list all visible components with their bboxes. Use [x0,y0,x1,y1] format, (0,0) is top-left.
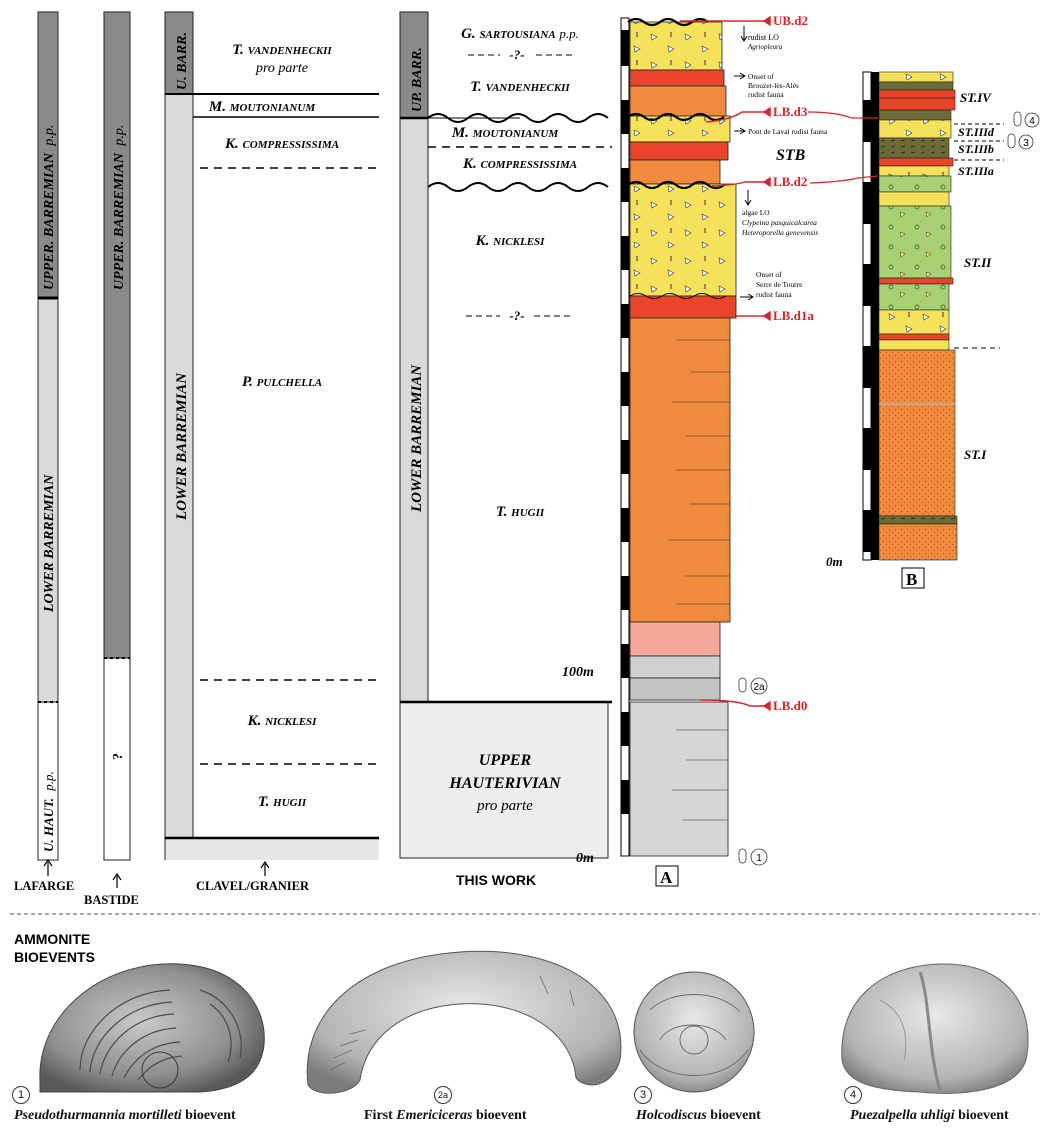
annotation-serre-2: Serre de Tourre [756,280,803,289]
clavel-source-label: CLAVEL/GRANIER [196,879,310,893]
section-b-label: B [906,570,917,589]
pont-arrow-icon [734,128,745,134]
annotation-algae-lo: algae LO [742,208,770,217]
this-work-zone-hugii: T. HUGII [496,504,545,520]
fossil-3-caption: Holcodiscus bioevent [636,1108,761,1124]
bastide-arrow-icon [113,874,121,888]
fossil-2a-image [307,951,621,1093]
ammonite-marker-4: 4 [1014,112,1039,127]
clavel-column: U. BARR. LOWER BARREMIAN T. VANDENHECKII… [165,12,379,893]
clavel-u-barr-label: U. BARR. [175,32,190,90]
lafarge-arrow-icon [44,860,52,876]
bastide-column: UPPER. BARREMIAN p.p. ? BASTIDE [84,12,139,907]
section-b-st-iiib: ST.IIIb [958,142,994,156]
serre-arrow-icon [740,294,753,300]
section-b-log: ST.IV ST.IIId ST.IIIb ST.IIIa ST.II ST.I… [808,72,1039,589]
this-work-zone-sartousiana: G. SARTOUSIANA p.p. [461,26,579,42]
annotation-heteroporella: Heteroporella genevensis [741,228,818,237]
fossil-3-badge: 3 [634,1086,652,1104]
fossil-4-caption: Puezalpella uhligi bioevent [850,1108,1009,1124]
lafarge-source-label: LAFARGE [14,879,74,893]
clavel-zone-moutonianum: M. MOUTONIANUM [208,99,316,115]
clavel-arrow-icon [261,862,269,876]
fossil-4-image [842,964,1028,1093]
annotation-brouzet-3: rudist fauna [748,90,784,99]
fossil-2a-caption: First Emericiceras bioevent [364,1108,527,1124]
annotation-serre-3: rudist fauna [756,290,792,299]
this-work-up-barr-label: UP. BARR. [410,47,425,112]
this-work-hauterivian-pro-parte: pro parte [476,798,533,814]
annotation-rudist-lo: rudist LO [748,33,779,42]
rudist-lo-arrow-icon [741,26,747,41]
annotation-clypeina: Clypeina pasquicalcarea [742,218,817,227]
clavel-zone-vandenheckii: T. VANDENHECKII [232,42,332,58]
svg-text:2a: 2a [753,682,765,693]
this-work-hauterivian-upper: UPPER [479,752,532,769]
annotation-serre-1: Onset of [756,270,782,279]
event-lbd3: LB.d3 [773,104,808,119]
this-work-lower-label: LOWER BARREMIAN [409,364,425,513]
clavel-lower-label: LOWER BARREMIAN [174,372,190,521]
lafarge-lower-label: LOWER BARREMIAN [42,474,57,613]
ammonite-heading-1: AMMONITE [14,931,90,947]
section-b-st-iiid: ST.IIId [958,125,995,139]
section-a-scale-100: 100m [562,665,594,680]
clavel-zone-hugii: T. HUGII [258,794,307,810]
section-b-st-iiia: ST.IIIa [958,164,994,178]
this-work-uncertain-upper: -?- [509,47,524,62]
section-a-scale-0: 0m [576,851,594,866]
this-work-hauterivian-name: HAUTERIVIAN [448,775,562,792]
algae-arrow-icon [745,190,751,205]
event-lbd2: LB.d2 [773,174,807,189]
event-lbd0: LB.d0 [773,698,807,713]
svg-text:4: 4 [1029,116,1035,127]
brouzet-arrow-icon [734,73,745,79]
section-b-st-iv: ST.IV [960,90,992,105]
bastide-source-label: BASTIDE [84,893,139,907]
ammonite-marker-1: 1 [739,849,767,865]
lafarge-haut-label: U. HAUT. p.p. [41,771,56,852]
annotation-brouzet-2: Brouzet-lès-Alès [748,81,799,90]
ammonite-bioevents-panel: AMMONITE BIOEVENTS [14,931,1028,1093]
fossil-1-caption: Pseudothurmannia mortilleti bioevent [14,1108,236,1124]
this-work-zone-compressissima: K. COMPRESSISSIMA [462,156,577,172]
this-work-column: UP. BARR. LOWER BARREMIAN G. SARTOUSIANA… [400,12,612,888]
bastide-question-mark: ? [111,753,126,760]
this-work-source-label: THIS WORK [456,872,536,888]
svg-text:3: 3 [1023,138,1029,149]
fossil-1-badge: 1 [12,1086,30,1104]
lafarge-column: UPPER. BARREMIAN p.p. LOWER BARREMIAN U.… [14,12,74,893]
section-b-st-ii: ST.II [964,255,992,270]
annotation-agriopleura: Agriopleura [747,43,783,51]
section-b-scale-0: 0m [826,554,843,569]
this-work-zone-nicklesi: K. NICKLESI [475,233,546,249]
annotation-brouzet-1: Onset of [748,72,774,81]
fossil-1-image [40,964,264,1092]
fossil-3-image [634,972,754,1092]
clavel-zone-compressissima: K. COMPRESSISSIMA [224,136,339,152]
ammonite-marker-3: 3 [1008,134,1033,149]
clavel-zone-nicklesi: K. NICKLESI [247,713,318,729]
clavel-zone-pulchella: P. PULCHELLA [242,374,322,390]
section-b-st-i: ST.I [964,447,987,462]
clavel-zone-pro-parte: pro parte [255,61,308,76]
section-a-label: A [660,868,673,887]
annotation-pont-de-laval: Pont de Laval rudist fauna [748,127,828,136]
this-work-zone-vandenheckii: T. VANDENHECKII [470,79,570,95]
event-ubd2: UB.d2 [773,13,808,28]
this-work-zone-moutonianum: M. MOUTONIANUM [451,125,559,141]
this-work-uncertain-lower: -?- [509,308,524,323]
stb-label: STB [776,147,806,164]
ammonite-heading-2: BIOEVENTS [14,949,95,965]
svg-text:1: 1 [756,853,762,864]
ammonite-marker-2a: 2a [739,678,767,694]
fossil-4-badge: 4 [844,1086,862,1104]
event-lbd1a: LB.d1a [773,308,814,323]
fossil-2a-badge: 2a [434,1086,452,1104]
